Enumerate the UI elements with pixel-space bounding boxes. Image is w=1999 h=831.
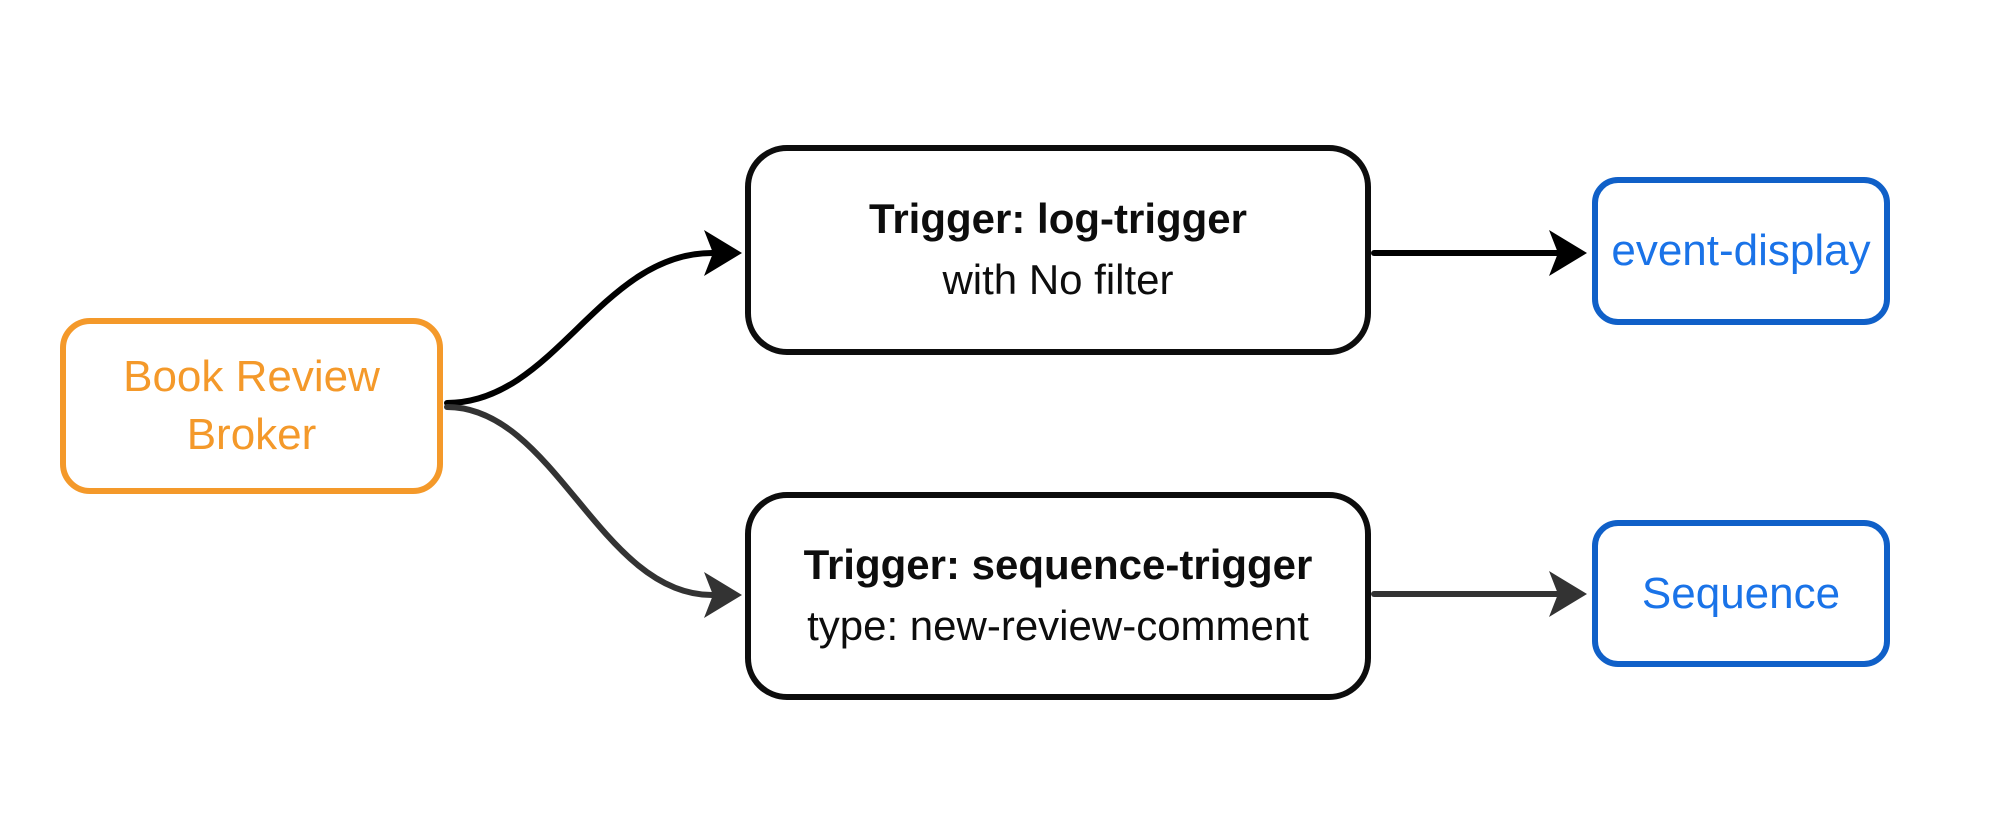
sequence-trigger-subtitle: type: new-review-comment <box>807 602 1309 649</box>
event-display-label: event-display <box>1611 226 1871 275</box>
node-log-trigger: Trigger: log-trigger with No filter <box>745 145 1371 355</box>
sequence-trigger-title: Trigger: sequence-trigger <box>803 541 1313 589</box>
edge-broker-to-log-trigger <box>444 230 742 406</box>
node-sequence: Sequence <box>1592 520 1890 667</box>
broker-label: Book Review Broker <box>123 351 380 459</box>
node-event-display: event-display <box>1592 177 1890 325</box>
sequence-label: Sequence <box>1641 568 1841 618</box>
log-trigger-subtitle: with No filter <box>942 256 1174 303</box>
edge-broker-to-sequence-trigger <box>444 404 742 618</box>
log-trigger-title: Trigger: log-trigger <box>869 195 1247 243</box>
node-sequence-trigger: Trigger: sequence-trigger type: new-revi… <box>745 492 1371 700</box>
node-broker: Book Review Broker <box>60 318 443 494</box>
